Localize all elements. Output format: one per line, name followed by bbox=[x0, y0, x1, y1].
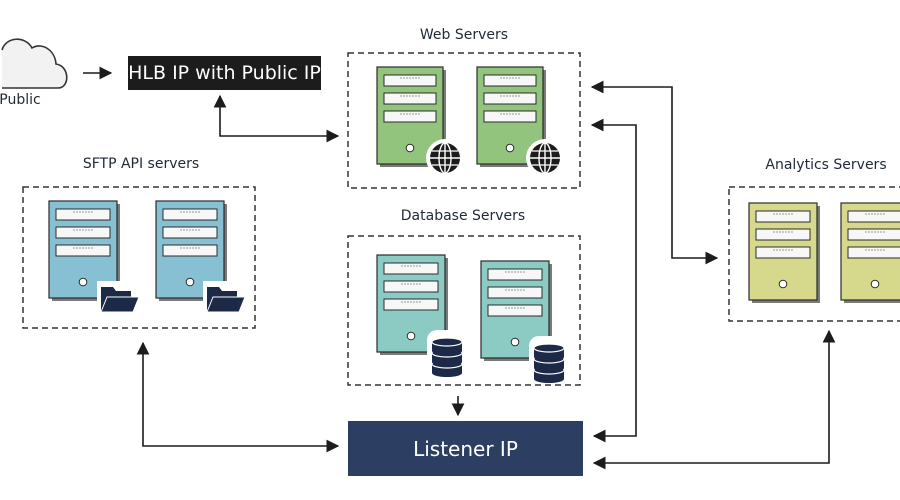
database-icon bbox=[529, 336, 569, 383]
globe-icon bbox=[426, 139, 464, 177]
analytics-server-2 bbox=[840, 202, 900, 303]
analytics-server-1 bbox=[748, 202, 820, 303]
web-servers-label: Web Servers bbox=[419, 27, 509, 43]
database-servers-label: Database Servers bbox=[400, 208, 526, 224]
listener-ip-box[interactable]: Listener IP bbox=[348, 421, 583, 476]
analytics-servers-group bbox=[728, 186, 900, 322]
sftp-servers-group bbox=[22, 186, 256, 329]
hlb-box[interactable]: HLB IP with Public IP bbox=[128, 56, 321, 90]
arrow-hlb-web bbox=[213, 94, 340, 143]
arrow-sftp-listener bbox=[136, 341, 340, 453]
analytics-servers-label: Analytics Servers bbox=[765, 157, 887, 173]
web-servers-group bbox=[347, 52, 581, 189]
arrow-web-analytics bbox=[590, 80, 719, 265]
arrow-web-listener bbox=[590, 118, 637, 443]
folder-icon bbox=[97, 281, 141, 319]
sftp-servers-label: SFTP API servers bbox=[82, 156, 200, 172]
cloud-icon bbox=[1, 38, 68, 89]
globe-icon bbox=[526, 139, 564, 177]
database-icon bbox=[427, 330, 467, 377]
folder-icon bbox=[203, 281, 247, 319]
connectors bbox=[83, 66, 836, 470]
arrow-analytics-listener bbox=[592, 329, 836, 470]
database-servers-group bbox=[347, 235, 581, 386]
public-label: Public bbox=[0, 92, 41, 108]
